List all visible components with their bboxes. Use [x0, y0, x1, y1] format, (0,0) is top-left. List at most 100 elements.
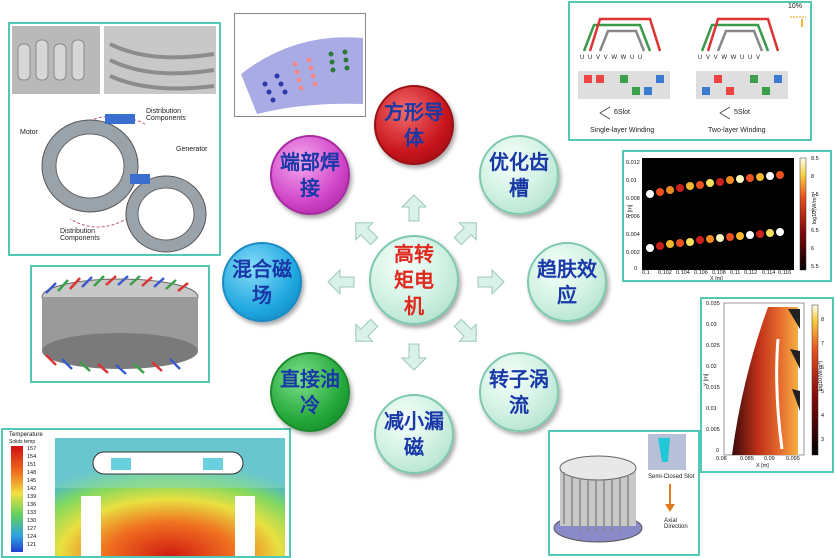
heatmap1-xlabel: X [m] — [710, 276, 723, 282]
heatmap2-ytick: 0.02 — [706, 364, 717, 370]
topic-end-welding: 端部焊接 — [270, 135, 350, 215]
generator-label: Generator — [176, 146, 208, 153]
winding-row2-label: U V V W W U U V — [698, 55, 761, 61]
arrow-up-icon — [401, 194, 427, 222]
heatmap1-ytick: 0.004 — [626, 232, 640, 238]
temp-scale-tick: 121 — [27, 542, 36, 548]
arrow-up-left-icon — [346, 213, 384, 251]
six-slot-label: 6Slot — [614, 109, 630, 116]
slot-section-panel — [234, 13, 366, 117]
heatmap1-cbar-tick: 6.5 — [811, 228, 819, 234]
winding-panel: 10% U U V V W W U U U V V W W U U V 6Slo… — [568, 1, 812, 141]
heatmap2-ytick: 0.015 — [706, 385, 720, 391]
temperature-panel: Temperature Solids temp 157 154 151 148 … — [1, 428, 291, 558]
heatmap1-cbar-tick: 5.5 — [811, 264, 819, 270]
heatmap1-ytick: 0.012 — [626, 160, 640, 166]
topic-skin-effect: 趋肤效应 — [527, 242, 607, 322]
topic-hybrid-field: 混合磁场 — [222, 242, 302, 322]
heatmap1-ytick: 0.01 — [626, 178, 637, 184]
heatmap2-ytick: 0.03 — [706, 322, 717, 328]
heatmap2-ytick: 0 — [716, 448, 719, 454]
motor-label: Motor — [20, 129, 38, 136]
heatmap2-xtick: 0.095 — [786, 456, 800, 462]
temp-scale-tick: 130 — [27, 518, 36, 524]
arrow-down-icon — [401, 343, 427, 371]
arrow-down-right-icon — [448, 313, 486, 351]
semi-closed-slot-panel: Semi-Closed Slot Axial Direction — [548, 430, 700, 556]
heatmap2-xtick: 0.09 — [764, 456, 775, 462]
distribution-components-label-bottom: Distribution Components — [60, 228, 120, 242]
arrow-left-icon — [327, 269, 355, 295]
single-layer-caption: Single-layer Winding — [590, 127, 654, 134]
temp-scale-tick: 157 — [27, 446, 36, 452]
heatmap1-xtick: 0.116 — [778, 270, 791, 276]
two-layer-caption: Two-layer Winding — [708, 127, 766, 134]
heatmap1-ytick: 0.006 — [626, 214, 640, 220]
temp-scale-tick: 124 — [27, 534, 36, 540]
temp-scale-tick: 148 — [27, 470, 36, 476]
topic-rotor-eddy: 转子涡流 — [479, 352, 559, 432]
temp-scale-tick: 139 — [27, 494, 36, 500]
heatmap2-cbar-tick: 5 — [821, 389, 824, 395]
loss-heatmap-panel: Y [m] X [m] log10(W/m³) 0.012 0.01 0.008… — [622, 150, 832, 282]
topic-direct-oil-cooling: 直接油冷 — [270, 352, 350, 432]
hybrid-stator-panel — [30, 265, 210, 383]
arrow-down-left-icon — [346, 313, 384, 351]
temperature-subtitle: Solids temp — [9, 439, 35, 445]
temperature-title: Temperature — [9, 432, 43, 438]
winding-top-value: 10% — [788, 3, 802, 10]
rotor-loss-panel: Y [m] X [m] 0.035 0.03 0.025 0.02 0.015 … — [700, 297, 834, 473]
heatmap1-cbar-tick: 7 — [811, 210, 814, 216]
rotor-loss-plot — [702, 299, 832, 471]
heatmap2-cbar-tick: 7 — [821, 341, 824, 347]
topic-square-conductor: 方形导体 — [374, 85, 454, 165]
heatmap2-cbar-tick: 6 — [821, 365, 824, 371]
heatmap1-xtick: 0.114 — [762, 270, 775, 276]
heatmap2-xlabel: X [m] — [756, 463, 769, 469]
heatmap2-xtick: 0.085 — [740, 456, 754, 462]
heatmap1-ytick: 0.002 — [626, 250, 640, 256]
winding-row1-label: U U V V W W U U — [580, 55, 643, 61]
heatmap1-xtick: 0.112 — [744, 270, 757, 276]
heatmap1-ytick: 0.008 — [626, 196, 640, 202]
heatmap1-cbar-tick: 6 — [811, 246, 814, 252]
temp-scale-tick: 151 — [27, 462, 36, 468]
temp-scale-tick: 154 — [27, 454, 36, 460]
center-hub: 高转矩电机 — [369, 235, 459, 325]
axial-direction-label: Axial Direction — [664, 518, 698, 530]
temp-scale-tick: 142 — [27, 486, 36, 492]
distribution-components-label-top: Distribution Components — [146, 108, 206, 122]
motor-generator-panel: Distribution Components Motor Generator … — [8, 22, 221, 256]
five-slot-label: 5Slot — [734, 109, 750, 116]
temp-scale-tick: 133 — [27, 510, 36, 516]
heatmap2-ytick: 0.01 — [706, 406, 717, 412]
heatmap1-ytick: 0 — [634, 266, 637, 272]
heatmap1-xtick: 0.106 — [694, 270, 708, 276]
slot-section-illustration — [235, 14, 365, 116]
heatmap1-cbar-tick: 8.5 — [811, 156, 819, 162]
arrow-right-icon — [477, 269, 505, 295]
semi-closed-slot-illustration — [550, 432, 698, 554]
heatmap2-cbar-tick: 8 — [821, 317, 824, 323]
temp-scale-tick: 145 — [27, 478, 36, 484]
heatmap1-xtick: 0.104 — [676, 270, 690, 276]
heatmap2-ytick: 0.025 — [706, 343, 720, 349]
heatmap1-cbar-tick: 7.5 — [811, 192, 819, 198]
temperature-field — [3, 430, 289, 556]
temp-scale-tick: 127 — [27, 526, 36, 532]
loss-heatmap-plot — [624, 152, 830, 280]
winding-illustration — [570, 3, 810, 139]
arrow-up-right-icon — [448, 213, 486, 251]
heatmap1-cbar-label: log10(W/m³) — [812, 194, 818, 224]
hybrid-stator-illustration — [32, 267, 208, 381]
heatmap1-xtick: 0.102 — [658, 270, 672, 276]
heatmap2-cbar-tick: 3 — [821, 437, 824, 443]
motor-generator-illustration — [10, 24, 219, 254]
topic-optimize-slot: 优化齿槽 — [479, 135, 559, 215]
heatmap1-cbar-tick: 8 — [811, 174, 814, 180]
semi-closed-slot-label: Semi-Closed Slot — [648, 474, 694, 480]
heatmap2-ytick: 0.035 — [706, 301, 720, 307]
heatmap1-xtick: 0.1 — [642, 270, 650, 276]
temp-scale-tick: 136 — [27, 502, 36, 508]
heatmap1-xtick: 0.108 — [712, 270, 726, 276]
